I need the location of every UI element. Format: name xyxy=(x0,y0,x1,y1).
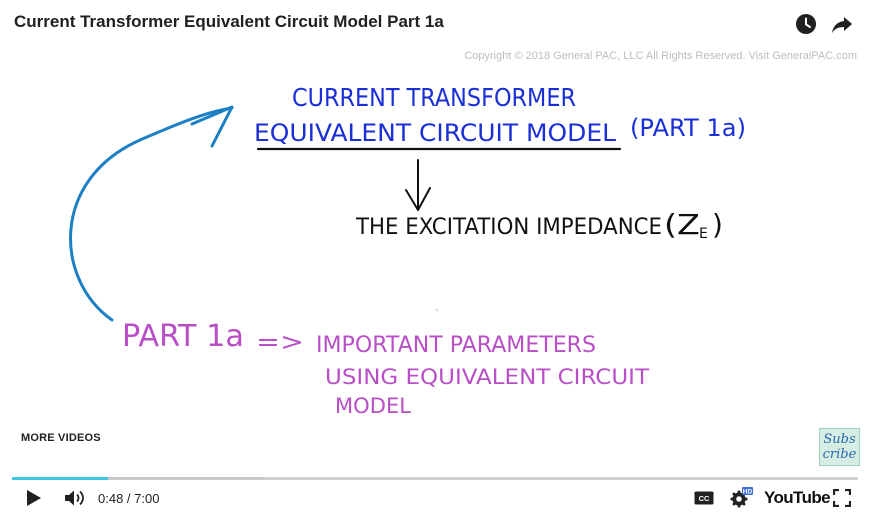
part-line2: USING EQUIVALENT CIRCUIT xyxy=(325,365,649,389)
more-videos-button[interactable]: MORE VIDEOS xyxy=(21,432,101,444)
subtopic-text: THE EXCITATION IMPEDANCE xyxy=(355,215,662,240)
progress-played xyxy=(12,477,109,480)
subtopic-symbol: (Z xyxy=(664,208,700,241)
player-controls: 0:48 / 7:00 CC HD YouTube xyxy=(0,484,869,512)
return-arc-arrowhead xyxy=(190,105,234,148)
volume-icon xyxy=(65,490,84,506)
play-icon xyxy=(27,490,41,506)
return-arc-arrow xyxy=(69,106,234,322)
settings-button[interactable]: HD xyxy=(728,484,754,512)
watch-later-icon[interactable] xyxy=(794,12,818,36)
copyright-notice: Copyright © 2018 General PAC, LLC All Ri… xyxy=(464,50,857,62)
subscribe-label-line2: cribe xyxy=(822,447,857,462)
play-button[interactable] xyxy=(22,484,46,512)
heading-part-label: (PART 1a) xyxy=(630,114,746,142)
svg-text:HD: HD xyxy=(743,489,753,496)
volume-button[interactable] xyxy=(62,484,88,512)
subscribe-label-line1: Subs xyxy=(823,432,856,447)
subtopic-symbol-subscript: E xyxy=(699,226,708,242)
down-arrow xyxy=(405,159,431,211)
part-line3: MODEL xyxy=(335,394,411,418)
fullscreen-icon xyxy=(833,489,851,507)
fullscreen-button[interactable] xyxy=(832,484,852,512)
captions-icon: CC xyxy=(694,491,714,505)
time-display: 0:48 / 7:00 xyxy=(98,491,160,506)
part-line1: IMPORTANT PARAMETERS xyxy=(316,333,596,358)
subscribe-button[interactable]: Subs cribe xyxy=(819,428,860,466)
share-icon[interactable] xyxy=(830,12,854,36)
svg-text:CC: CC xyxy=(699,494,710,503)
gear-hd-icon: HD xyxy=(730,487,753,508)
heading-line2: EQUIVALENT CIRCUIT MODEL xyxy=(254,119,617,147)
captions-button[interactable]: CC xyxy=(693,484,715,512)
progress-buffered xyxy=(12,477,265,480)
part-arrow: => xyxy=(256,328,304,356)
youtube-logo[interactable]: YouTube xyxy=(764,488,831,507)
subtopic-close-paren: ) xyxy=(712,208,723,241)
progress-bar[interactable] xyxy=(12,477,858,480)
video-title[interactable]: Current Transformer Equivalent Circuit M… xyxy=(14,12,444,31)
heading-line1: CURRENT TRANSFORMER xyxy=(292,83,576,112)
pen-dot xyxy=(435,308,439,312)
part-label: PART 1a xyxy=(122,319,244,354)
